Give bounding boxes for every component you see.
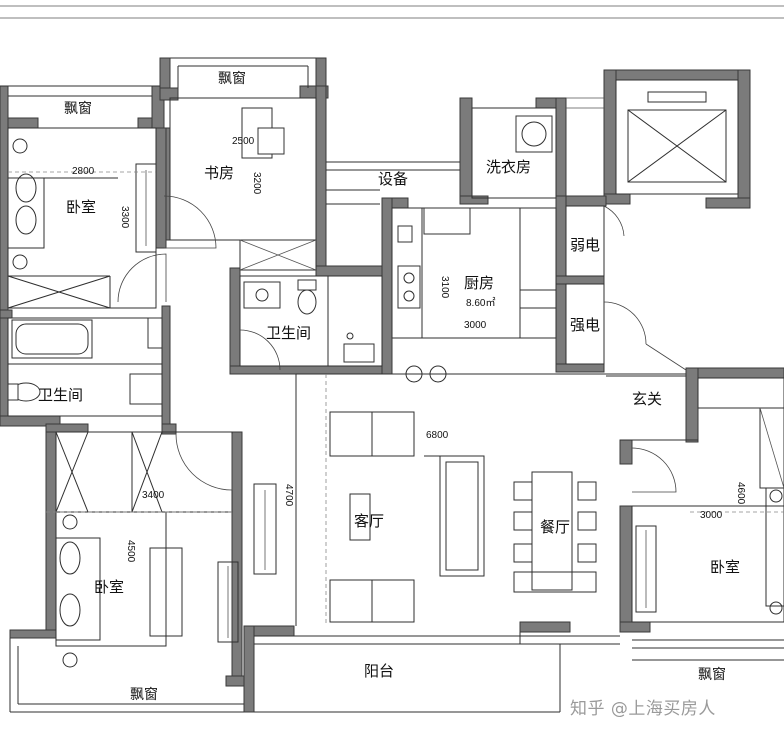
dim-living-width: 6800 (426, 430, 449, 441)
dim-bedroom-nw-height: 3300 (119, 206, 130, 229)
weak-current-label: 弱电 (570, 236, 601, 254)
outlines (0, 57, 784, 713)
dim-kitchen-height: 3100 (439, 276, 450, 299)
balcony-label: 阳台 (364, 662, 395, 680)
kitchen-area-label: 8.60㎡ (466, 298, 496, 309)
dim-bedroom-sw-height: 4500 (125, 540, 136, 563)
dim-kitchen-width: 3000 (464, 320, 487, 331)
strong-current-label: 强电 (570, 316, 601, 334)
dining-room-label: 餐厅 (540, 518, 571, 536)
bay-window-label-nw: 飘窗 (64, 101, 92, 117)
study-label: 书房 (204, 164, 235, 182)
bedroom-nw-label: 卧室 (66, 198, 97, 216)
dim-bedroom-e-height: 4600 (735, 482, 746, 505)
watermark: 知乎 @上海买房人 (570, 699, 716, 719)
walls (0, 57, 784, 713)
bay-window-label-study: 飘窗 (218, 71, 246, 87)
bedroom-sw-label: 卧室 (94, 578, 125, 596)
dim-bedroom-nw-width: 2800 (72, 166, 95, 177)
living-room-label: 客厅 (354, 512, 385, 530)
dim-study-width: 2500 (232, 136, 255, 147)
equipment-label: 设备 (378, 170, 409, 188)
bay-window-label-e: 飘窗 (698, 667, 726, 683)
bathroom-upper-label: 卫生间 (266, 324, 312, 342)
doors (117, 195, 687, 493)
bay-window-label-sw: 飘窗 (130, 687, 158, 703)
dim-bedroom-e-width: 3000 (700, 510, 723, 521)
furniture-details (12, 138, 783, 668)
kitchen-label: 厨房 (464, 274, 495, 292)
bathroom-lower-label: 卫生间 (38, 386, 84, 404)
bedroom-e-label: 卧室 (710, 558, 741, 576)
foyer-label: 玄关 (632, 390, 663, 408)
dim-bedroom-sw-width: 3400 (142, 490, 165, 501)
dim-study-height: 3200 (251, 172, 262, 195)
dim-living-height: 4700 (283, 484, 294, 507)
laundry-label: 洗衣房 (486, 158, 532, 176)
